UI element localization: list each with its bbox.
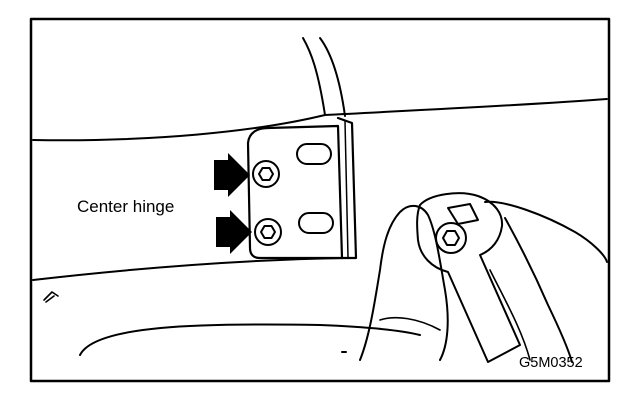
lower-arrow-icon — [216, 210, 252, 254]
lower-panel-edge — [32, 257, 346, 281]
hinge-slot-upper — [296, 143, 332, 165]
bottom-panel-curve — [79, 323, 421, 356]
pillar-right-line — [319, 37, 346, 117]
pillar-left-line — [302, 37, 326, 116]
center-hinge-label: Center hinge — [77, 197, 175, 216]
lower-bolt — [254, 218, 282, 246]
upper-door-edge — [32, 98, 608, 142]
hand-right — [484, 200, 608, 263]
figure-frame — [29, 17, 611, 383]
upper-arrow-icon — [214, 153, 250, 197]
tool-bolt — [435, 222, 467, 254]
left-edge-mark — [43, 291, 59, 303]
hinge-slot-lower — [298, 212, 334, 234]
figure-code-label: G5M0352 — [519, 355, 583, 371]
tool-body — [416, 192, 521, 363]
upper-bolt — [252, 160, 280, 188]
hand-left — [359, 204, 449, 361]
tool-slot — [447, 203, 479, 225]
